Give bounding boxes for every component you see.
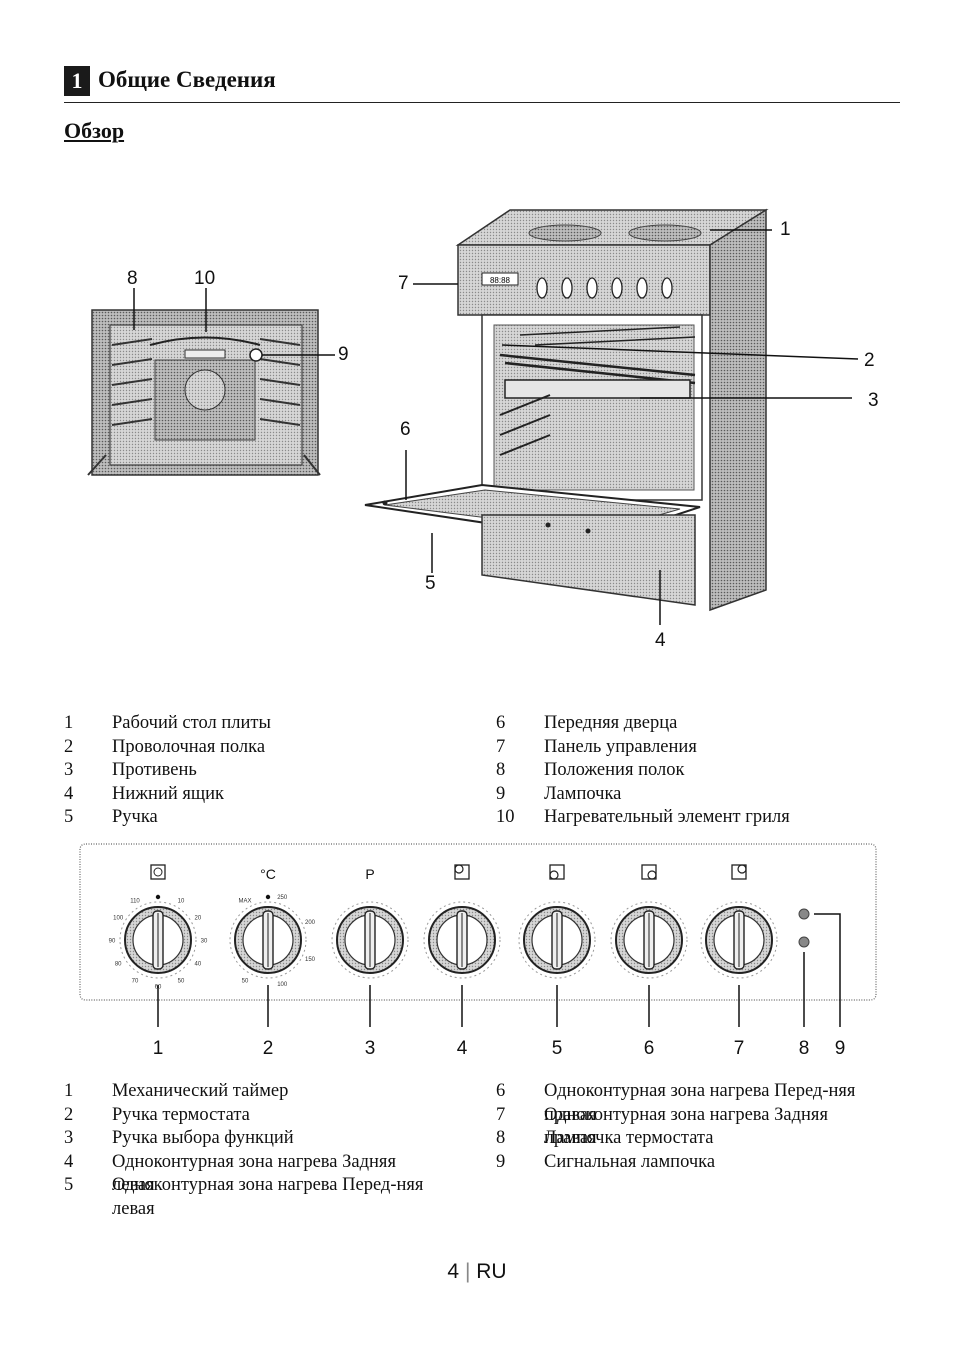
page-language: RU xyxy=(476,1260,507,1283)
signal-lamp-icon xyxy=(798,936,810,948)
panel-callout-5: 5 xyxy=(552,1038,563,1059)
callout-10: 10 xyxy=(194,268,216,289)
svg-text:°C: °C xyxy=(260,866,276,882)
section-title: Общие Сведения xyxy=(98,67,276,92)
panel-callout-7: 7 xyxy=(734,1038,745,1059)
display-readout: 88:88 xyxy=(490,276,511,285)
timer-scale-label: 40 xyxy=(194,962,201,968)
section-header: 1 Общие Сведения xyxy=(64,66,900,103)
thermostat-scale-label: MAX xyxy=(238,899,251,905)
thermostat-scale-label: 100 xyxy=(277,982,288,988)
timer-scale-label: 80 xyxy=(115,962,122,968)
oven-interior-illustration xyxy=(87,288,335,476)
panel-callout-3: 3 xyxy=(365,1038,376,1059)
control-knob xyxy=(610,864,688,979)
thermostat-lamp-icon xyxy=(798,908,810,920)
panel-callout-6: 6 xyxy=(644,1038,655,1059)
control-knob xyxy=(518,864,596,979)
cooker-illustration: 88:88 xyxy=(364,208,859,625)
panel-callout-8: 8 xyxy=(799,1038,810,1059)
panel-callout-4: 4 xyxy=(457,1038,468,1059)
callout-5: 5 xyxy=(425,573,436,594)
callout-2: 2 xyxy=(864,350,875,371)
zone-rear-right-icon xyxy=(731,864,747,880)
timer-scale-label: 70 xyxy=(132,978,139,984)
timer-scale-label: 110 xyxy=(130,899,140,905)
control-knob xyxy=(119,864,197,979)
timer-scale-label: 20 xyxy=(194,916,201,922)
thermostat-scale-label: 200 xyxy=(305,920,316,926)
svg-text:P: P xyxy=(365,866,374,882)
thermostat-scale-label: 250 xyxy=(277,895,288,901)
footer-divider: | xyxy=(464,1260,471,1283)
celsius-icon: °C xyxy=(260,866,276,882)
zone-front-left-icon xyxy=(549,864,565,880)
control-panel-illustration: °CP1020304050607080901001105010015020025… xyxy=(79,843,877,1059)
zone-rear-left-icon xyxy=(454,864,470,880)
callout-7: 7 xyxy=(398,273,409,294)
page-footer: 4 | RU xyxy=(0,1260,954,1284)
callout-1: 1 xyxy=(780,219,791,240)
control-knob xyxy=(700,864,778,979)
thermostat-scale-label: 50 xyxy=(242,978,249,984)
panel-callout-1: 1 xyxy=(153,1038,164,1059)
page-subtitle: Обзор xyxy=(64,118,125,143)
callout-8: 8 xyxy=(127,268,138,289)
zone-front-right-icon xyxy=(641,864,657,880)
timer-scale-label: 50 xyxy=(178,978,185,984)
timer-scale-label: 90 xyxy=(109,939,116,945)
control-knob xyxy=(423,864,501,979)
program-icon: P xyxy=(365,866,374,882)
callout-9: 9 xyxy=(338,344,349,365)
timer-scale-label: 10 xyxy=(178,899,185,905)
timer-icon xyxy=(150,864,166,880)
page-number: 4 xyxy=(447,1260,460,1283)
timer-scale-label: 30 xyxy=(201,939,208,945)
callout-6: 6 xyxy=(400,419,411,440)
control-knob: P xyxy=(331,866,409,979)
control-knob: °C xyxy=(229,866,307,979)
thermostat-scale-label: 150 xyxy=(305,957,316,963)
panel-callout-9: 9 xyxy=(835,1038,846,1059)
panel-callout-2: 2 xyxy=(263,1038,274,1059)
timer-scale-label: 100 xyxy=(113,916,124,922)
callout-3: 3 xyxy=(868,390,879,411)
callout-4: 4 xyxy=(655,630,666,651)
section-number-badge: 1 xyxy=(64,66,90,96)
